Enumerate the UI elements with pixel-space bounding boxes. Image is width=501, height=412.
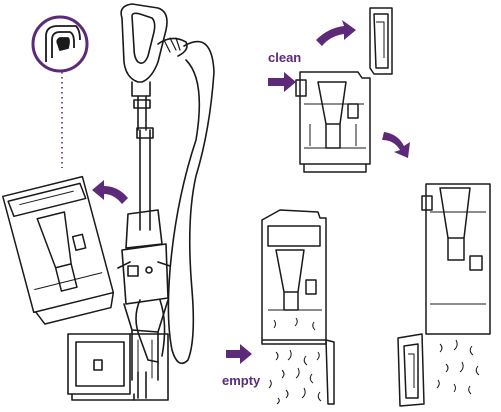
remove-cup-arrow <box>92 180 128 204</box>
vacuum-upright <box>67 3 215 401</box>
action-arrows <box>92 20 410 364</box>
latch-detail-callout <box>31 15 89 168</box>
press-latch-arrow <box>268 72 296 92</box>
empty-label: empty <box>222 373 261 388</box>
lift-lid-arrow <box>316 20 356 46</box>
rotate-arrow <box>382 132 410 158</box>
dust-cup-detached <box>2 175 115 325</box>
dust-cup-open-emptying <box>261 209 335 405</box>
filter-cleaning <box>295 7 393 173</box>
dust-debris <box>268 317 322 405</box>
dust-cup-bottom-open <box>397 183 491 407</box>
clean-label: clean <box>268 50 302 65</box>
press-release-arrow <box>226 344 252 364</box>
dust-debris-right <box>436 339 480 395</box>
